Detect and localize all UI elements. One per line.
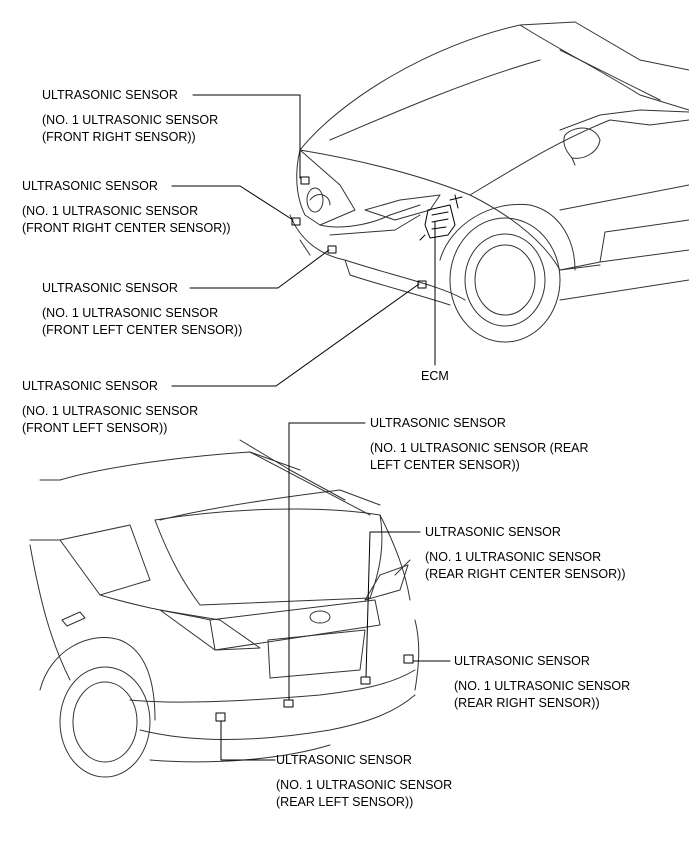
rear-left-center-sensor-desc-2: LEFT CENTER SENSOR)): [370, 458, 520, 472]
sensor-rear-left-icon: [215, 712, 226, 722]
rear-right-sensor-desc-2: (REAR RIGHT SENSOR)): [454, 696, 600, 710]
rear-leader-lines: [220, 422, 451, 761]
rear-right-sensor-desc-1: (NO. 1 ULTRASONIC SENSOR: [454, 679, 631, 693]
front-right-sensor-label: ULTRASONIC SENSOR (NO. 1 ULTRASONIC SENS…: [42, 87, 218, 146]
sensor-front-right-center-icon: [291, 217, 301, 226]
sensor-front-left-center-icon: [327, 245, 337, 254]
front-sensors: [291, 176, 427, 289]
sensor-front-right-icon: [300, 176, 310, 185]
rear-right-center-sensor-desc-1: (NO. 1 ULTRASONIC SENSOR: [425, 550, 602, 564]
ecm-module: [419, 194, 463, 241]
front-leader-lines: [171, 94, 436, 387]
rear-left-sensor-desc-1: (NO. 1 ULTRASONIC SENSOR: [276, 778, 453, 792]
sensor-rear-right-icon: [403, 654, 414, 664]
front-right-sensor-name: ULTRASONIC SENSOR: [42, 88, 178, 102]
rear-left-center-sensor-label: ULTRASONIC SENSOR (NO. 1 ULTRASONIC SENS…: [370, 415, 589, 474]
front-right-center-sensor-desc-1: (NO. 1 ULTRASONIC SENSOR: [22, 204, 199, 218]
front-left-center-sensor-label: ULTRASONIC SENSOR (NO. 1 ULTRASONIC SENS…: [42, 280, 242, 339]
front-right-center-sensor-name: ULTRASONIC SENSOR: [22, 179, 158, 193]
front-right-sensor-desc-2: (FRONT RIGHT SENSOR)): [42, 130, 196, 144]
rear-left-sensor-name: ULTRASONIC SENSOR: [276, 753, 412, 767]
rear-right-center-sensor-name: ULTRASONIC SENSOR: [425, 525, 561, 539]
rear-right-sensor-name: ULTRASONIC SENSOR: [454, 654, 590, 668]
rear-right-center-sensor-label: ULTRASONIC SENSOR (NO. 1 ULTRASONIC SENS…: [425, 524, 625, 583]
front-left-center-sensor-desc-1: (NO. 1 ULTRASONIC SENSOR: [42, 306, 219, 320]
rear-right-sensor-label: ULTRASONIC SENSOR (NO. 1 ULTRASONIC SENS…: [454, 653, 630, 712]
rear-sensors: [215, 654, 414, 722]
rear-left-center-sensor-name: ULTRASONIC SENSOR: [370, 416, 506, 430]
front-vehicle-drawing: [289, 21, 689, 343]
front-left-sensor-label: ULTRASONIC SENSOR (NO. 1 ULTRASONIC SENS…: [22, 378, 198, 437]
front-left-center-sensor-name: ULTRASONIC SENSOR: [42, 281, 178, 295]
ecm-label: ECM: [421, 369, 449, 383]
sensor-rear-left-center-icon: [283, 699, 294, 708]
rear-left-sensor-desc-2: (REAR LEFT SENSOR)): [276, 795, 414, 809]
front-left-sensor-desc-1: (NO. 1 ULTRASONIC SENSOR: [22, 404, 199, 418]
front-right-center-sensor-label: ULTRASONIC SENSOR (NO. 1 ULTRASONIC SENS…: [22, 178, 231, 237]
front-right-sensor-desc-1: (NO. 1 ULTRASONIC SENSOR: [42, 113, 219, 127]
rear-left-center-sensor-desc-1: (NO. 1 ULTRASONIC SENSOR (REAR: [370, 441, 589, 455]
front-left-center-sensor-desc-2: (FRONT LEFT CENTER SENSOR)): [42, 323, 243, 337]
rear-left-sensor-label: ULTRASONIC SENSOR (NO. 1 ULTRASONIC SENS…: [276, 752, 452, 811]
rear-right-center-sensor-desc-2: (REAR RIGHT CENTER SENSOR)): [425, 567, 626, 581]
sensor-rear-right-center-icon: [360, 676, 371, 685]
rear-vehicle-drawing: [29, 439, 420, 778]
front-right-center-sensor-desc-2: (FRONT RIGHT CENTER SENSOR)): [22, 221, 231, 235]
front-left-sensor-name: ULTRASONIC SENSOR: [22, 379, 158, 393]
front-left-sensor-desc-2: (FRONT LEFT SENSOR)): [22, 421, 168, 435]
